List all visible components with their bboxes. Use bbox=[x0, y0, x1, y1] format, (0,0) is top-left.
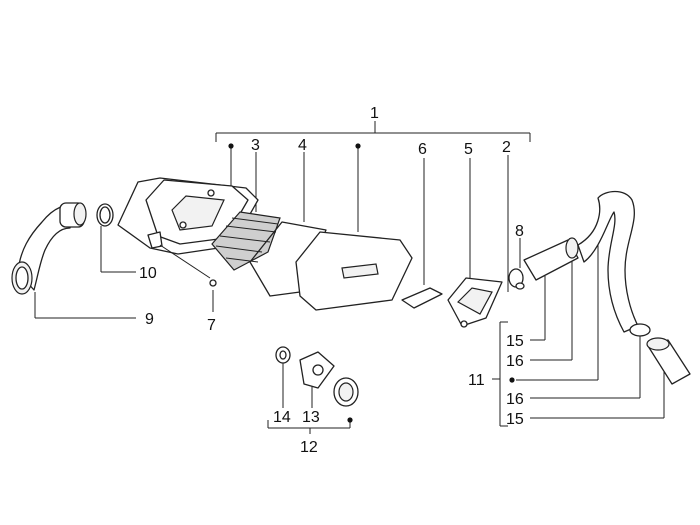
part-small-plate bbox=[401, 287, 443, 309]
part-clamp-ring bbox=[96, 203, 114, 227]
part-connector-tube bbox=[523, 237, 579, 281]
callout-9: 9 bbox=[145, 311, 154, 328]
part-air-box-cover bbox=[295, 231, 413, 311]
callout-13: 13 bbox=[302, 409, 320, 426]
part-screw bbox=[159, 244, 217, 287]
callout-15-top: 15 bbox=[506, 333, 524, 350]
callout-11: 11 bbox=[468, 372, 485, 389]
callout-3: 3 bbox=[251, 137, 260, 154]
part-hose-end-connector bbox=[629, 323, 691, 385]
callout-10: 10 bbox=[139, 265, 157, 282]
part-filter-element bbox=[211, 211, 281, 271]
part-cover-plate bbox=[447, 277, 503, 328]
callout-labels: 1 3 4 6 5 2 8 10 9 7 11 15 16 16 15 14 1… bbox=[139, 105, 524, 456]
callout-12: 12 bbox=[300, 439, 318, 456]
callout-5: 5 bbox=[464, 141, 473, 158]
callout-15-bottom: 15 bbox=[506, 411, 524, 428]
marker-dots bbox=[228, 143, 515, 423]
callout-16-top: 16 bbox=[506, 353, 524, 370]
callout-1: 1 bbox=[370, 105, 379, 122]
leader-lines bbox=[34, 121, 665, 434]
part-valve-body bbox=[299, 351, 335, 389]
callout-7: 7 bbox=[207, 317, 216, 334]
callout-16-bottom: 16 bbox=[506, 391, 524, 408]
callout-4: 4 bbox=[298, 137, 307, 154]
part-valve-washer bbox=[275, 346, 291, 364]
part-long-hose bbox=[577, 190, 639, 333]
callout-2: 2 bbox=[502, 139, 511, 156]
callout-6: 6 bbox=[418, 141, 427, 158]
callout-14: 14 bbox=[273, 409, 291, 426]
callout-8: 8 bbox=[515, 223, 524, 240]
part-valve-cap bbox=[333, 377, 359, 407]
part-small-clamp bbox=[508, 268, 525, 290]
part-intake-duct bbox=[11, 202, 87, 295]
